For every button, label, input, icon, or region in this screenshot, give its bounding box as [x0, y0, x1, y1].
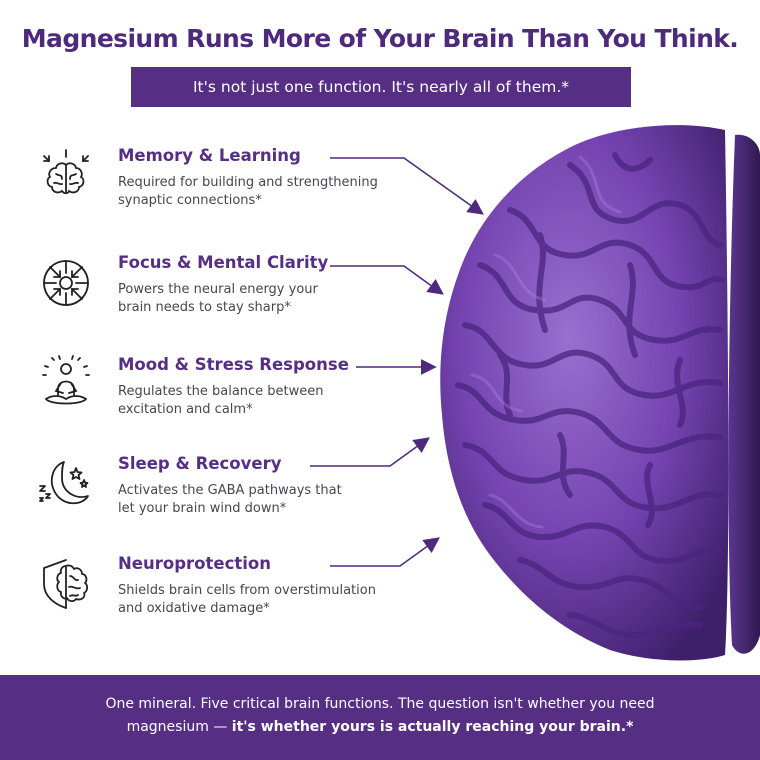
subheadline-text: It's not just one function. It's nearly … [192, 78, 570, 96]
benefit-title: Memory & Learning [118, 146, 301, 165]
footer-banner: One mineral. Five critical brain functio… [0, 675, 760, 760]
benefit-desc-line2: brain needs to stay sharp* [118, 300, 291, 315]
right-hemisphere [728, 134, 760, 654]
benefit-description: Activates the GABA pathways that let you… [118, 482, 418, 518]
moon-stars-icon [39, 461, 89, 505]
footer-line2: magnesium — it's whether yours is actual… [0, 716, 760, 739]
benefit-description: Required for building and strengthening … [118, 174, 418, 210]
subheadline-banner: It's not just one function. It's nearly … [131, 67, 631, 107]
benefit-desc-line1: Required for building and strengthening [118, 175, 378, 190]
benefit-title: Mood & Stress Response [118, 355, 349, 374]
page-headline: Magnesium Runs More of Your Brain Than Y… [21, 24, 739, 53]
meditation-icon [42, 355, 90, 405]
benefit-desc-line2: and oxidative damage* [118, 601, 270, 616]
brain-illustration [380, 115, 760, 675]
target-focus-icon [43, 260, 89, 306]
benefit-desc-line1: Activates the GABA pathways that [118, 483, 342, 498]
benefit-desc-line1: Shields brain cells from overstimulation [118, 583, 376, 598]
benefit-desc-line2: excitation and calm* [118, 402, 253, 417]
benefit-description: Regulates the balance between excitation… [118, 383, 418, 419]
benefit-description: Powers the neural energy your brain need… [118, 281, 418, 317]
benefit-desc-line1: Powers the neural energy your [118, 282, 318, 297]
benefit-desc-line2: synaptic connections* [118, 193, 262, 208]
benefit-description: Shields brain cells from overstimulation… [118, 582, 418, 618]
benefit-title: Focus & Mental Clarity [118, 253, 329, 272]
benefit-desc-line2: let your brain wind down* [118, 501, 287, 516]
shield-brain-icon [43, 559, 89, 609]
footer-line2-prefix: magnesium — [126, 719, 232, 735]
brain-burst-icon [43, 149, 89, 195]
footer-line2-bold: it's whether yours is actually reaching … [231, 719, 634, 735]
footer-line1: One mineral. Five critical brain functio… [105, 696, 655, 712]
benefit-title: Sleep & Recovery [118, 454, 282, 473]
benefit-title: Neuroprotection [118, 554, 271, 573]
brain-image [440, 125, 760, 661]
benefit-desc-line1: Regulates the balance between [118, 384, 324, 399]
